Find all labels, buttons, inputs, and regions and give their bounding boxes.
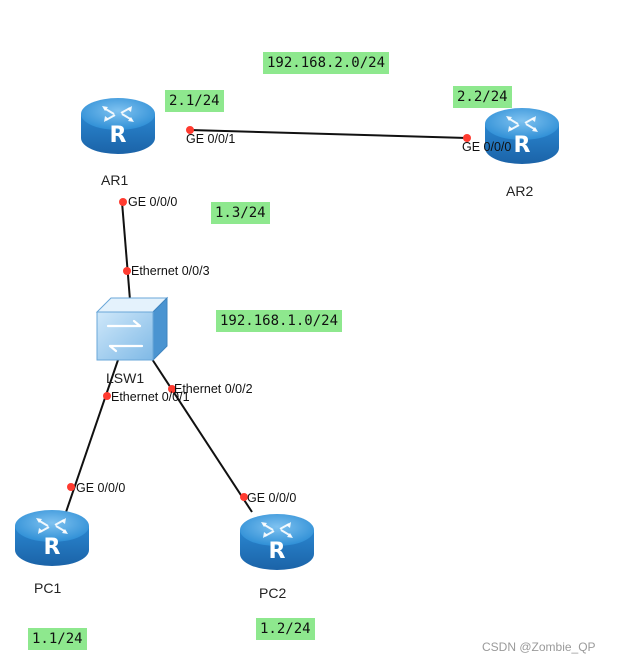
port-label-pc1-ge000: GE 0/0/0 (76, 481, 126, 495)
port-dot-lsw1-eth001 (103, 392, 111, 400)
router-icon-pc1[interactable] (14, 509, 90, 567)
link-ar1-ar2 (189, 129, 468, 139)
device-name-ar2: AR2 (506, 183, 534, 199)
note-network-192-168-2: 192.168.2.0/24 (263, 52, 390, 74)
note-ar2-ip-2-2: 2.2/24 (453, 86, 512, 108)
port-dot-pc2-ge000 (240, 493, 248, 501)
note-pc2-ip-1-2: 1.2/24 (256, 618, 315, 640)
note-pc1-ip-1-1: 1.1/24 (28, 628, 87, 650)
link-ar1-lsw1 (121, 201, 131, 301)
port-label-pc2-ge000: GE 0/0/0 (247, 491, 297, 505)
port-dot-ar1-ge000 (119, 198, 127, 206)
note-ar1-ip-2-1: 2.1/24 (165, 90, 224, 112)
link-lsw1-pc2 (149, 355, 253, 513)
device-name-ar1: AR1 (101, 172, 129, 188)
port-label-lsw1-eth003: Ethernet 0/0/3 (131, 264, 210, 278)
device-name-pc2: PC2 (259, 585, 287, 601)
port-dot-lsw1-eth002 (168, 385, 176, 393)
note-ar1-ip-1-3: 1.3/24 (211, 202, 270, 224)
port-label-ar2-ge000: GE 0/0/0 (462, 140, 512, 154)
device-name-lsw1: LSW1 (106, 370, 145, 386)
router-icon-ar1[interactable] (80, 97, 156, 155)
watermark-text: CSDN @Zombie_QP (482, 640, 596, 654)
note-network-192-168-1: 192.168.1.0/24 (216, 310, 343, 332)
port-label-ar1-ge001: GE 0/0/1 (186, 132, 236, 146)
port-dot-lsw1-eth003 (123, 267, 131, 275)
port-label-ar1-ge000: GE 0/0/0 (128, 195, 178, 209)
port-dot-ar2-ge000 (463, 134, 471, 142)
port-dot-pc1-ge000 (67, 483, 75, 491)
switch-icon-lsw1[interactable] (95, 296, 169, 362)
router-icon-ar2[interactable] (484, 107, 560, 165)
port-dots (67, 126, 471, 501)
router-icon-pc2[interactable] (239, 513, 315, 571)
port-label-lsw1-eth001: Ethernet 0/0/1 (111, 390, 190, 404)
port-label-lsw1-eth002: Ethernet 0/0/2 (174, 382, 253, 396)
port-dot-ar1-ge001 (186, 126, 194, 134)
device-name-pc1: PC1 (34, 580, 62, 596)
